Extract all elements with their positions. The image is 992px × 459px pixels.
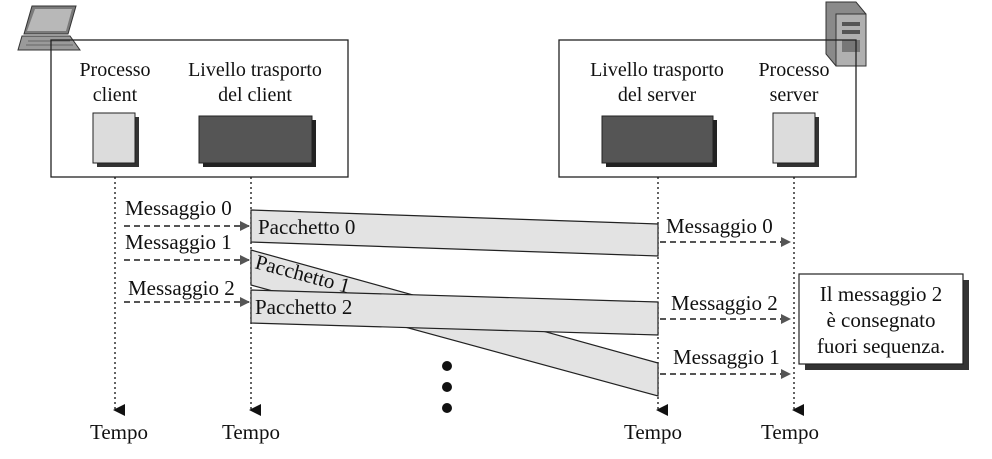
time-label-server-transport: Tempo bbox=[624, 420, 682, 444]
note-line-1: Il messaggio 2 bbox=[820, 282, 942, 306]
server-transport-label: Livello trasporto bbox=[590, 59, 724, 81]
sent-message-0-label: Messaggio 0 bbox=[125, 196, 232, 220]
delivered-message-1-label: Messaggio 1 bbox=[673, 345, 780, 369]
sent-message-1-label: Messaggio 1 bbox=[125, 230, 232, 254]
packet-2-band bbox=[250, 289, 659, 336]
delivered-message-0-label: Messaggio 0 bbox=[666, 214, 773, 238]
server-host-box bbox=[558, 39, 857, 178]
server-process-label-2: server bbox=[770, 84, 819, 106]
client-transport-label: Livello trasporto bbox=[188, 59, 322, 81]
client-host-box bbox=[50, 39, 349, 178]
out-of-order-note-box bbox=[798, 273, 964, 365]
server-process-box bbox=[772, 112, 816, 164]
packet-0-band bbox=[250, 209, 659, 257]
laptop-icon bbox=[17, 5, 81, 51]
server-process-label: Processo bbox=[758, 59, 829, 81]
client-transport-box bbox=[198, 115, 313, 164]
delivered-message-2-label: Messaggio 2 bbox=[671, 291, 778, 315]
continuation-dots bbox=[442, 361, 452, 413]
client-process-label: Processo bbox=[79, 59, 150, 81]
time-label-server-process: Tempo bbox=[761, 420, 819, 444]
time-label-client-transport: Tempo bbox=[222, 420, 280, 444]
time-label-client-process: Tempo bbox=[90, 420, 148, 444]
sent-message-2-label: Messaggio 2 bbox=[128, 276, 235, 300]
client-process-box bbox=[92, 112, 136, 164]
server-tower-icon bbox=[825, 1, 867, 67]
note-line-3: fuori sequenza. bbox=[817, 334, 945, 358]
server-transport-label-2: del server bbox=[618, 84, 697, 106]
client-process-label-2: client bbox=[93, 84, 138, 106]
note-line-2: è consegnato bbox=[826, 308, 935, 332]
packet-0-label: Pacchetto 0 bbox=[258, 215, 355, 239]
packet-2-label: Pacchetto 2 bbox=[255, 295, 352, 319]
client-transport-label-2: del client bbox=[218, 84, 292, 106]
server-transport-box bbox=[601, 115, 714, 164]
